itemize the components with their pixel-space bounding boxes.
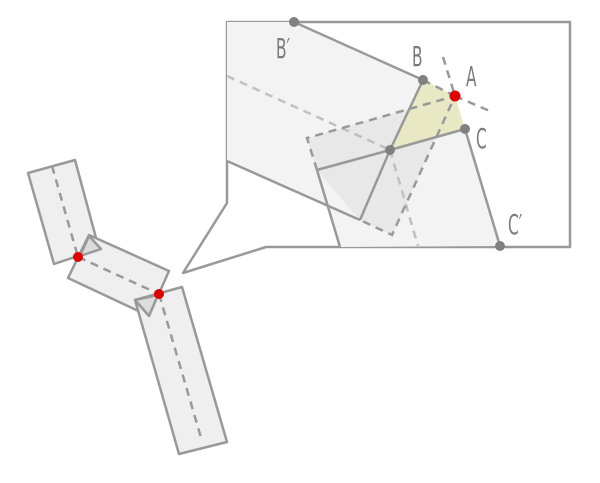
edge-b-prime-b (293, 20, 424, 82)
label-c: C (476, 123, 487, 155)
edge-center-down (358, 149, 392, 221)
centerline-upper (50, 165, 80, 258)
point-a (449, 90, 461, 102)
centerline-ext-1 (226, 74, 391, 152)
label-c-prime: C′ (508, 209, 522, 241)
joint-wedge-1 (78, 234, 103, 258)
label-a: A (466, 61, 477, 93)
point-b-prime (289, 17, 299, 27)
point-center (385, 145, 395, 155)
dashed-a-up (441, 56, 457, 97)
centerline-lower (157, 293, 204, 442)
joint-point-1 (73, 252, 83, 262)
point-c (460, 124, 470, 134)
joint-point-2 (154, 289, 164, 299)
segment-lower (133, 285, 229, 456)
dashed-ba (422, 78, 456, 98)
highlight-region (390, 80, 465, 150)
edge-b-center (388, 79, 425, 151)
point-b (418, 75, 428, 85)
joint-wedge-2 (133, 293, 160, 318)
centerline-middle (77, 255, 160, 296)
edge-c-c-prime (463, 128, 502, 247)
centerline-ext-2 (388, 149, 420, 247)
edge-band-lower (226, 159, 361, 222)
label-b-prime: B′ (276, 33, 290, 65)
edge-left (315, 169, 342, 248)
point-c-prime (495, 241, 505, 251)
label-b: B (412, 41, 423, 73)
dashed-a-right (454, 94, 493, 114)
